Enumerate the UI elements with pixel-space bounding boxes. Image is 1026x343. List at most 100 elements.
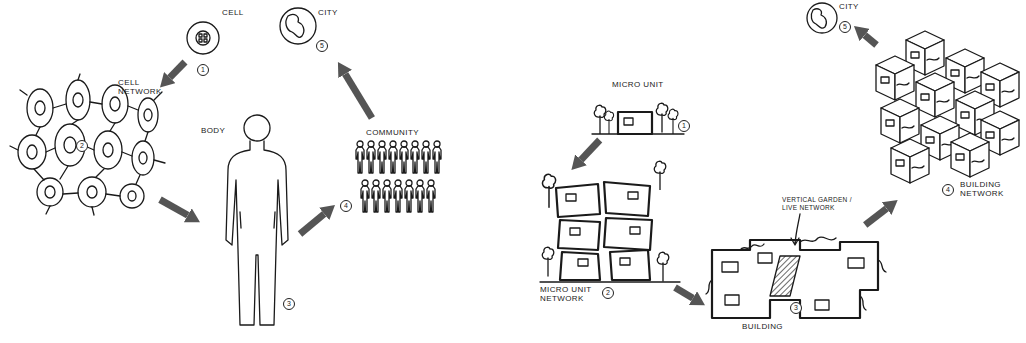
step-number: 1 (678, 120, 690, 132)
unit-box (604, 218, 652, 250)
step-number: 5 (316, 40, 328, 52)
community-drawing (356, 141, 441, 212)
node-label: CITY (318, 8, 338, 17)
flow-arrow (300, 214, 324, 234)
stage-node: MICRO UNIT 1 (585, 75, 690, 140)
person-figure (383, 180, 391, 212)
cell-nucleus (35, 101, 45, 115)
person-figure (367, 141, 375, 173)
unit-box (604, 182, 650, 216)
building-window (758, 253, 772, 263)
cell-nucleus (128, 191, 136, 201)
person-figure (356, 141, 364, 173)
globe-outline (807, 3, 837, 33)
person-figure (427, 180, 435, 212)
stage-node: MICRO UNIT NETWORK2 (535, 170, 675, 305)
vertical-garden (706, 237, 886, 310)
building-outline (712, 240, 878, 318)
node-label: BUILDING (742, 322, 783, 331)
building-cube (881, 99, 919, 143)
micro-unit-drawing (592, 103, 684, 134)
flow-arrow (170, 62, 185, 78)
building-network-drawing (876, 31, 1019, 183)
building-cube (876, 56, 914, 100)
nucleus-dot (199, 34, 202, 37)
stage-node: BUILDING NETWORK 4 (872, 45, 1023, 200)
flow-arrow (675, 287, 693, 298)
cell-drawing (187, 22, 219, 54)
step-number: 5 (839, 21, 851, 33)
unit-window (628, 192, 638, 199)
node-label: BODY (201, 126, 225, 135)
tree (604, 111, 613, 134)
stage-node: CELL1 (185, 5, 245, 80)
node-label: COMMUNITY (366, 128, 419, 137)
cell-nucleus (27, 145, 37, 159)
tree (656, 103, 667, 132)
building-window (848, 258, 864, 268)
person-figure (378, 141, 386, 173)
cell-network-drawing (10, 74, 165, 215)
tree (654, 161, 665, 190)
cell-nucleus (110, 97, 120, 111)
flow-arrow (160, 200, 188, 216)
cell-nucleus (73, 93, 83, 107)
city-globe (280, 8, 316, 44)
stage-node: CELL NETWORK2 (15, 75, 160, 215)
person-figure (361, 180, 369, 212)
cell-outline (94, 131, 122, 169)
hatched-stair (770, 256, 800, 296)
cell-outline (132, 141, 154, 175)
unit-window (630, 227, 640, 234)
flow-arrow (865, 209, 886, 225)
ground-line (540, 281, 680, 282)
building-window (722, 262, 738, 272)
cell-outline (138, 98, 158, 132)
tree (594, 105, 605, 134)
unit-window (578, 259, 588, 266)
building-cube (916, 73, 954, 117)
unit-window (570, 228, 580, 235)
building-cube (891, 139, 929, 183)
stage-node: CITY 5 (276, 4, 348, 62)
globe-land (811, 9, 826, 28)
cell-outline (78, 177, 106, 207)
tree (657, 252, 668, 281)
flow-arrow (865, 35, 877, 45)
cell-nucleus (45, 186, 55, 198)
node-label: BUILDING NETWORK (960, 180, 1015, 198)
step-number: 2 (602, 287, 614, 299)
cell-nucleus (196, 31, 210, 45)
city-globe (807, 3, 837, 33)
person-figure (394, 180, 402, 212)
building-drawing (706, 214, 886, 318)
step-number: 1 (197, 64, 209, 76)
globe-outline (280, 8, 316, 44)
cell-links (10, 74, 165, 215)
step-number: 4 (942, 184, 954, 196)
unit-window (620, 258, 630, 265)
unit-box (556, 184, 600, 217)
cell-membrane (187, 22, 219, 54)
body-marks (240, 212, 275, 228)
unit-window (566, 194, 576, 201)
body-head (244, 115, 270, 141)
step-number: 2 (76, 140, 88, 152)
person-figure (389, 141, 397, 173)
unit-window (624, 118, 633, 125)
cell-nucleus (64, 137, 76, 153)
node-label: MICRO UNIT (612, 80, 664, 89)
person-figure (422, 141, 430, 173)
tree (542, 247, 553, 276)
cell-outline (120, 184, 144, 208)
stage-node: COMMUNITY4 (335, 118, 447, 218)
cell-nucleus (144, 109, 152, 121)
person-figure (372, 180, 380, 212)
cell-outline (18, 135, 46, 169)
nucleus-dot (204, 34, 207, 37)
unit-box (558, 220, 600, 250)
leader-line (791, 214, 800, 245)
